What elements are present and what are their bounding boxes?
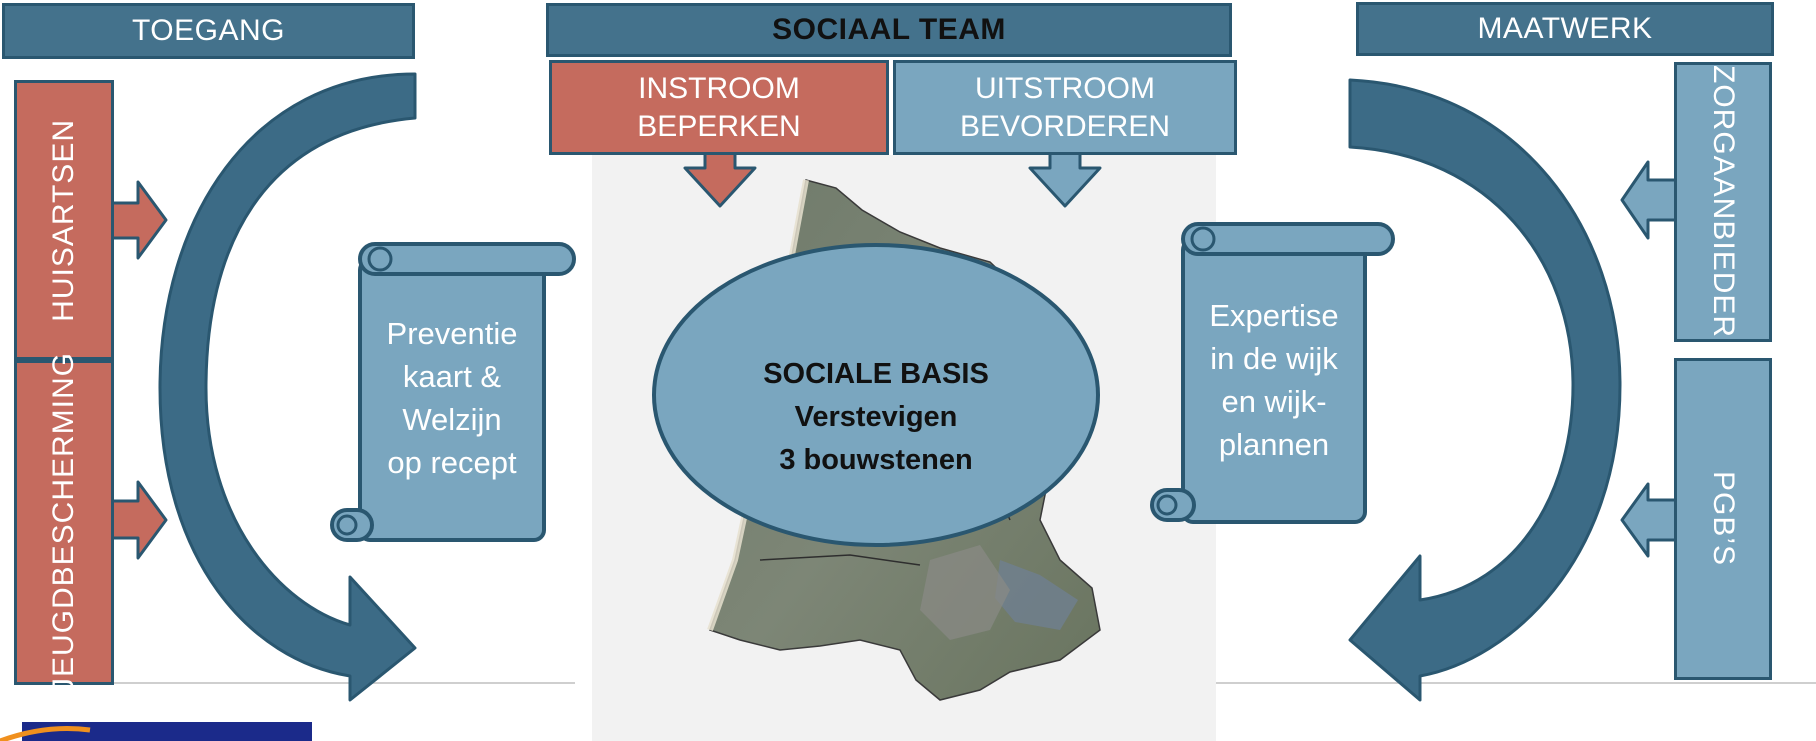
verstevigen-text: Verstevigen [794, 401, 958, 433]
maatwerk-header: MAATWERK [1356, 2, 1774, 56]
zorgaanbieder-label: ZORGAANBIEDER [1707, 65, 1740, 339]
left-scroll-shape [330, 242, 576, 542]
huisartsen-arrow-icon [110, 180, 168, 260]
municipality-logo [0, 722, 312, 741]
jeugdbescherming-label: JEUGDBESCHERMING [47, 351, 80, 694]
pgbs-box: PGB’S [1674, 358, 1772, 680]
instroom-beperken-box: INSTROOM BEPERKEN [549, 60, 889, 155]
huisartsen-box: HUISARTSEN [14, 80, 114, 360]
expertise-text: Expertise in de wijk en wijk- plannen [1209, 298, 1339, 462]
huisartsen-label: HUISARTSEN [47, 118, 80, 322]
sociale-basis-text: SOCIALE BASIS Verstevigen 3 bouwstenen [700, 353, 1052, 482]
pgbs-label: PGB’S [1707, 471, 1740, 567]
left-curved-arrow [158, 72, 417, 702]
toegang-header: TOEGANG [2, 3, 415, 59]
right-curved-arrow [1348, 78, 1622, 702]
preventie-text: Preventie kaart & Welzijn op recept [386, 316, 518, 480]
uitstroom-bevorderen-box: UITSTROOM BEVORDEREN [893, 60, 1237, 155]
zorgaanbieder-arrow-icon [1620, 160, 1678, 240]
jeugdbescherming-arrow-icon [110, 480, 168, 560]
sociale-basis-ellipse [652, 243, 1100, 547]
right-scroll-shape [1150, 222, 1395, 524]
jeugdbescherming-box: JEUGDBESCHERMING [14, 352, 114, 693]
bouwstenen-text: 3 bouwstenen [779, 444, 973, 476]
sociale-basis-title: SOCIALE BASIS [763, 358, 989, 390]
pgbs-arrow-icon [1620, 482, 1678, 558]
sociaal-team-header: SOCIAAL TEAM [546, 3, 1232, 57]
zorgaanbieder-box: ZORGAANBIEDER [1674, 62, 1772, 342]
